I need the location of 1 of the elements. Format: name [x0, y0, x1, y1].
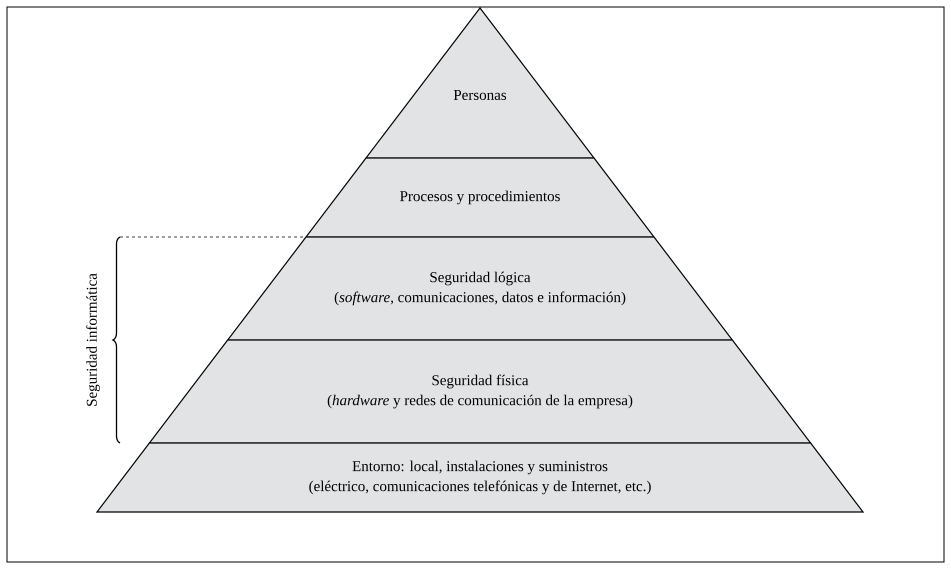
brace-label: Seguridad informática: [86, 273, 100, 406]
